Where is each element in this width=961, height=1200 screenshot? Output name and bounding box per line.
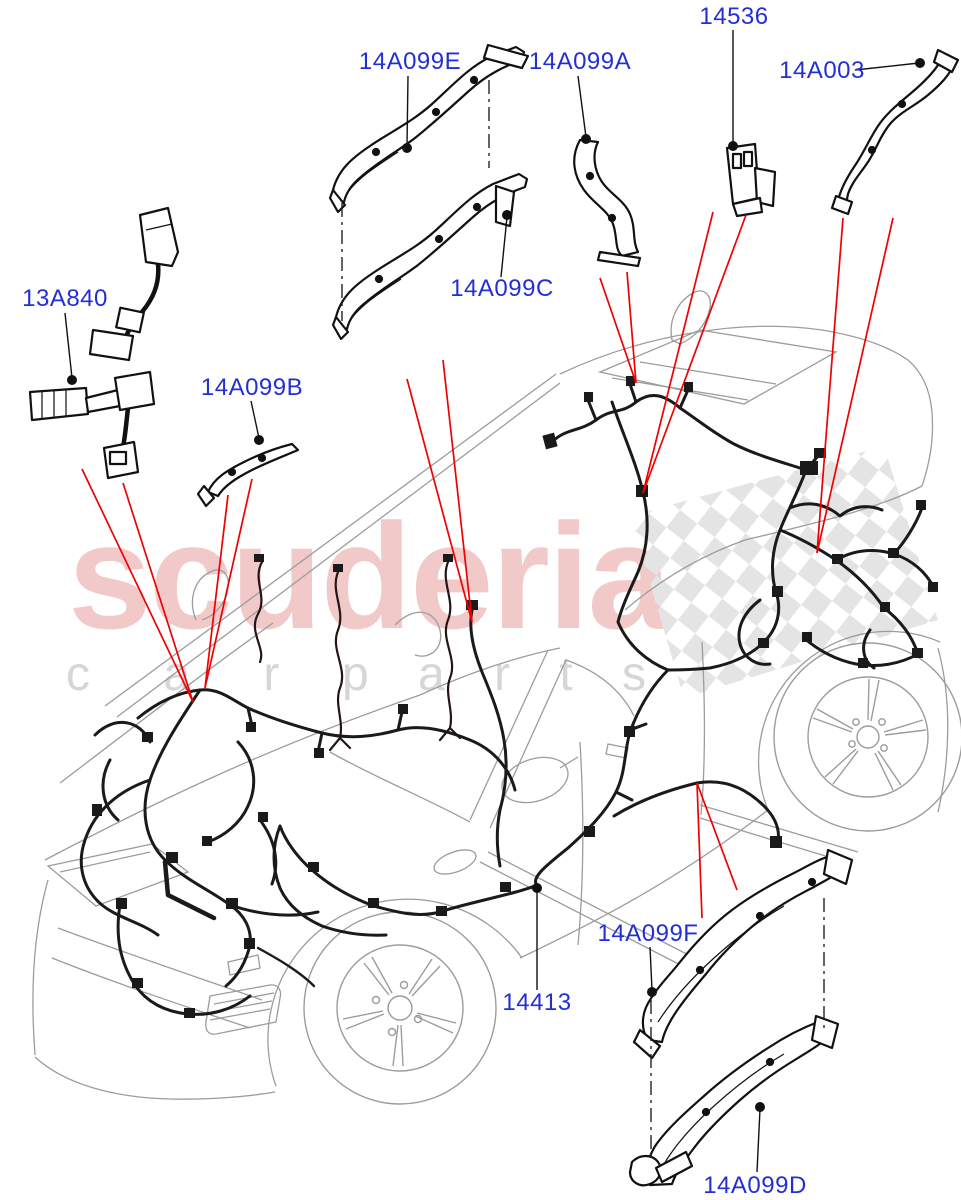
label-leader-lines — [64, 30, 926, 1173]
part-14A099F-drawing — [632, 848, 854, 1060]
part-label-14536[interactable]: 14536 — [699, 3, 769, 30]
front-wheel — [303, 911, 497, 1105]
part-label-14A003[interactable]: 14A003 — [779, 57, 865, 84]
part-14A099D-drawing — [628, 1014, 840, 1187]
part-label-14A099C[interactable]: 14A099C — [450, 275, 554, 302]
part-14A099B-drawing — [196, 442, 300, 508]
part-14536-drawing — [725, 142, 777, 218]
part-label-14A099E[interactable]: 14A099E — [358, 48, 462, 75]
part-label-14A099F[interactable]: 14A099F — [597, 920, 699, 947]
part-label-14A099A[interactable]: 14A099A — [528, 48, 632, 75]
part-14A099A-drawing — [573, 138, 642, 268]
part-label-13A840[interactable]: 13A840 — [22, 285, 108, 312]
part-label-14A099D[interactable]: 14A099D — [703, 1172, 807, 1199]
part-14A003-drawing — [830, 48, 960, 216]
watermark-word-parts: p a r t s — [342, 648, 664, 701]
part-label-14413[interactable]: 14413 — [502, 989, 572, 1016]
watermark-layer: scuderia c a r p a r t s — [66, 446, 938, 701]
part-label-14A099B[interactable]: 14A099B — [200, 374, 304, 401]
reference-dashdot-lines — [341, 80, 825, 1158]
rear-wheel — [773, 642, 961, 832]
red-leader-lines — [81, 211, 894, 919]
part-13A840-drawing — [28, 206, 180, 480]
part-14A099C-drawing — [331, 172, 529, 341]
part-drawings — [28, 43, 960, 1187]
car-body-outline — [32, 290, 961, 1105]
watermark-brand: scuderia — [68, 492, 673, 660]
part-14A099E-drawing — [328, 43, 530, 214]
